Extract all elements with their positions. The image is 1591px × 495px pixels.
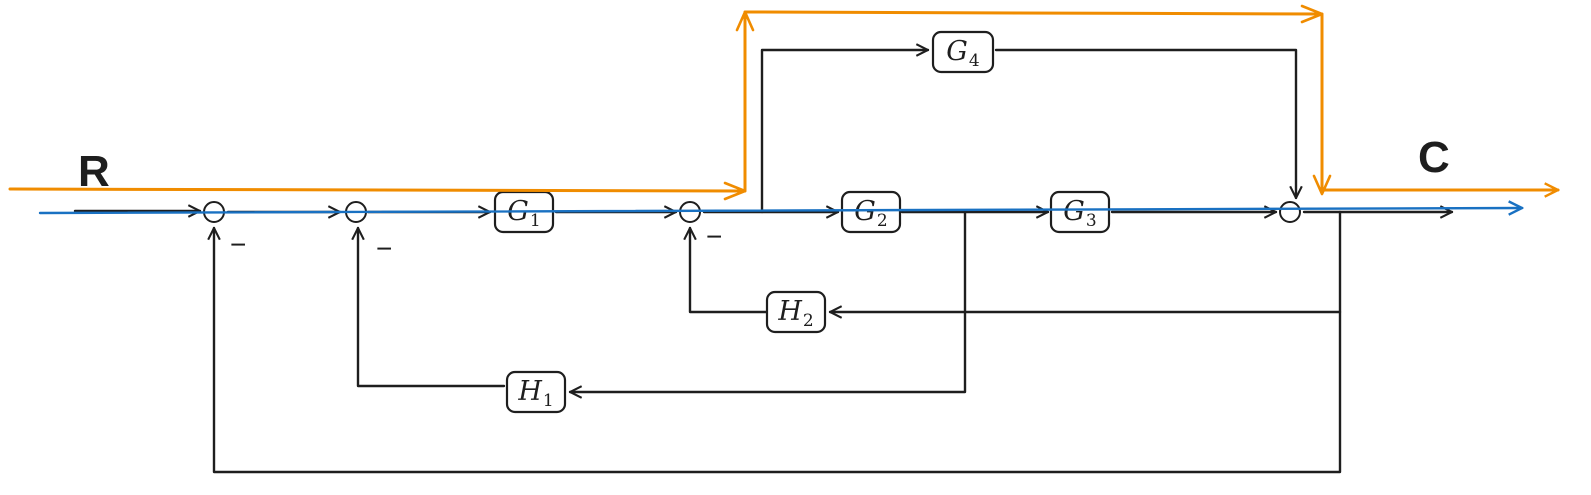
- block-g2-symbol: G: [854, 196, 876, 227]
- input-signal-label: R: [78, 147, 110, 196]
- feedforward-arrowhead-right: [1300, 4, 1324, 24]
- block-h1: H1: [505, 370, 567, 414]
- block-g1-subscript: 1: [530, 211, 541, 231]
- block-g3-subscript: 3: [1086, 211, 1097, 231]
- block-g3-symbol: G: [1063, 196, 1085, 227]
- block-g4: G4: [931, 30, 995, 74]
- feedforward-arrowhead-up: [735, 10, 755, 32]
- sign-junction-2: −: [376, 233, 392, 264]
- feedforward-arrowhead-down: [1312, 174, 1332, 196]
- svg-text:H2: H2: [777, 296, 813, 331]
- block-h2-symbol: H: [777, 296, 802, 327]
- wire-branch-to-g4: [760, 50, 930, 214]
- forward-path-highlight: [38, 208, 1522, 213]
- sign-junction-1: −: [230, 229, 246, 260]
- wire-g4-to-sj4: [994, 48, 1296, 200]
- svg-text:G3: G3: [1063, 196, 1096, 231]
- block-g4-subscript: 4: [969, 51, 980, 71]
- block-g2-subscript: 2: [877, 211, 888, 231]
- block-g3: G3: [1049, 190, 1111, 234]
- summing-junction-4: [1279, 201, 1301, 223]
- blocks: G1 G2 G3 G4 H1 H2: [493, 30, 1111, 414]
- junction-signs: − − −: [230, 221, 722, 264]
- svg-text:G2: G2: [854, 196, 887, 231]
- svg-text:G4: G4: [946, 36, 979, 71]
- block-h1-subscript: 1: [543, 391, 554, 411]
- wire-feedback-h1: [568, 210, 967, 392]
- signal-wires: [73, 48, 1454, 474]
- feedforward-path-highlight: [8, 10, 1560, 191]
- block-g2: G2: [840, 190, 902, 234]
- output-signal-label: C: [1418, 133, 1450, 182]
- block-g4-symbol: G: [946, 36, 968, 67]
- svg-text:H1: H1: [517, 376, 553, 411]
- block-h1-symbol: H: [517, 376, 542, 407]
- wire-h1-to-sj2: [358, 226, 506, 388]
- wire-h2-to-sj3: [690, 226, 768, 314]
- block-h2: H2: [765, 290, 827, 334]
- feedforward-arrowhead-join: [723, 181, 747, 201]
- wire-unity-feedback: [214, 226, 1342, 474]
- sign-junction-3: −: [706, 221, 722, 252]
- block-h2-subscript: 2: [803, 311, 814, 331]
